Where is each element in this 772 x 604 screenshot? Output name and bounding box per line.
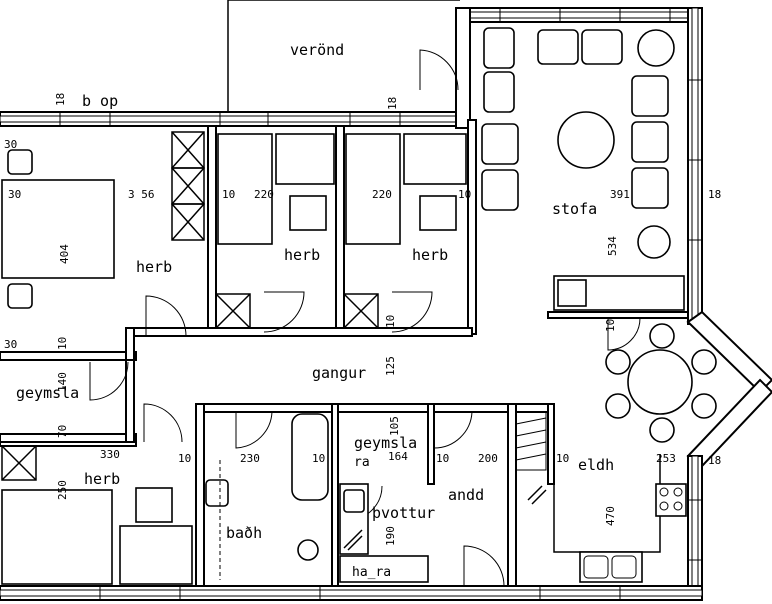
room-label-andd: andd <box>448 486 484 504</box>
room-label-gangur: gangur <box>312 364 366 382</box>
room-label-eldh: eldh <box>578 456 614 474</box>
dim-18-right-upper: 18 <box>708 188 721 201</box>
bathtub <box>291 413 329 501</box>
dim-200: 200 <box>478 452 498 465</box>
room-label-herb-4: herb <box>84 470 120 488</box>
dim-18-top-left: 18 <box>54 93 67 106</box>
dim-125: 125 <box>384 356 397 376</box>
dim-10-bath: 10 <box>312 452 325 465</box>
dim-220-herb3: 220 <box>372 188 392 201</box>
bed-master <box>1 179 115 279</box>
dim-10-herb4: 10 <box>178 452 191 465</box>
dim-18-top-mid: 18 <box>386 97 399 110</box>
room-label-bath: baðh <box>226 524 262 542</box>
room-label-geymsla-1: geymsla <box>16 384 79 402</box>
dim-250: 250 <box>56 480 69 500</box>
dim-253: 253 <box>656 452 676 465</box>
dim-230: 230 <box>240 452 260 465</box>
exterior-walls <box>0 7 772 601</box>
dim-534: 534 <box>606 236 619 256</box>
dim-10-andd: 10 <box>436 452 449 465</box>
dimensions: 18 18 30 30 3 56 404 10 220 220 10 391 1… <box>4 93 721 546</box>
dim-470: 470 <box>604 506 617 526</box>
dim-18-right-lower: 18 <box>708 454 721 467</box>
room-labels: verönd b op stofa herb herb herb gangur … <box>16 41 614 580</box>
room-label-stofa: stofa <box>552 200 597 218</box>
dim-164: 164 <box>388 450 408 463</box>
dim-30-b: 30 <box>8 188 21 201</box>
room-label-geymsla-2: geymsla <box>354 434 417 452</box>
doors <box>89 291 641 587</box>
room-label-herb-main: herb <box>136 258 172 276</box>
dim-30-c: 30 <box>4 338 17 351</box>
dim-10-gangur-top: 10 <box>384 315 397 328</box>
dim-10-stofa: 10 <box>604 319 617 332</box>
dim-10-herb3-right: 10 <box>458 188 471 201</box>
dim-404: 404 <box>58 244 71 264</box>
room-label-verond: verönd <box>290 41 344 59</box>
dim-330: 330 <box>100 448 120 461</box>
interior-walls <box>0 119 689 587</box>
dim-220-herb2: 220 <box>254 188 274 201</box>
room-label-thvottur: þvottur <box>372 504 435 522</box>
dim-70: 70 <box>56 425 69 438</box>
dim-356: 3 56 <box>128 188 155 201</box>
room-label-herb-2: herb <box>284 246 320 264</box>
room-label-herb-3: herb <box>412 246 448 264</box>
furniture <box>1 27 717 585</box>
room-label-ra: ra <box>354 455 370 470</box>
dim-10-eldh: 10 <box>556 452 569 465</box>
dim-391: 391 <box>610 188 630 201</box>
dim-105: 105 <box>388 416 401 436</box>
veranda <box>227 0 460 112</box>
dim-190: 190 <box>384 526 397 546</box>
room-label-bop: b op <box>82 92 118 110</box>
dim-10-west: 10 <box>56 337 69 350</box>
room-label-hara: ha_ra <box>352 565 391 580</box>
dim-140: 140 <box>56 372 69 392</box>
dining-table <box>627 349 693 415</box>
dim-30-a: 30 <box>4 138 17 151</box>
dim-10-herb2-left: 10 <box>222 188 235 201</box>
